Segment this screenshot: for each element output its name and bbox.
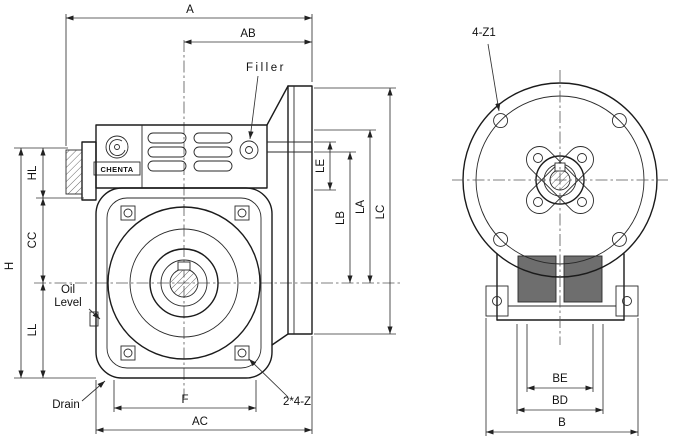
hub-screw [533, 153, 543, 163]
corner-bolt [234, 345, 250, 361]
flange-bolt-hole [493, 231, 509, 247]
dim-b: B [485, 318, 639, 436]
mounting-lug [485, 285, 509, 317]
dim-ab-label: AB [240, 28, 256, 40]
flange-holes-leader [487, 43, 501, 112]
corner-bolt [120, 205, 136, 221]
drain-label: Drain [52, 399, 79, 411]
filler-plug-center [245, 146, 253, 154]
flange-bolt-hole [493, 113, 509, 129]
front-view: 4-Z1 BE BD B [452, 27, 668, 436]
dim-ll-label: LL [27, 323, 39, 336]
dim-ab: AB [184, 28, 312, 45]
dim-f-label: F [181, 394, 188, 406]
dims-plate-right: LE LB LA LC [314, 87, 396, 335]
dim-ac: AC [95, 336, 313, 434]
dim-a: A [65, 4, 313, 146]
cooling-fin [147, 160, 187, 172]
output-boss-circle [107, 206, 261, 360]
dim-be-label: BE [552, 373, 568, 385]
worm-housing: CHENTA [93, 124, 268, 189]
filler-plug [239, 140, 259, 160]
dim-a-label: A [186, 4, 194, 16]
dim-hl-label: HL [27, 165, 39, 180]
brand-text: CHENTA [100, 165, 133, 174]
dim-b-label: B [558, 417, 566, 429]
side-view: CHENTA [4, 4, 400, 434]
lug-bolt [622, 296, 632, 306]
drain-leader [81, 380, 106, 402]
cooling-fin [147, 132, 187, 144]
logo-icon [105, 135, 129, 159]
hub-screw [577, 153, 587, 163]
flange-face [452, 70, 668, 345]
callout-drain: Drain [52, 380, 106, 411]
output-flange [89, 187, 273, 379]
base-foot [485, 253, 639, 321]
filler-leader [248, 75, 259, 140]
oil-level-leader [88, 308, 101, 320]
corner-bolt [120, 345, 136, 361]
cooling-fin [147, 146, 187, 158]
lug-bolt [492, 296, 502, 306]
shaft-section [65, 149, 83, 195]
bolt-holes-leader [248, 358, 289, 398]
dim-f: F [113, 380, 257, 412]
callout-filler: Filler [246, 62, 286, 140]
brand-logo: CHENTA [93, 135, 141, 176]
oil-level-label-line2: Level [54, 297, 82, 309]
callout-flange-holes: 4-Z1 [472, 27, 501, 112]
cooling-fin [193, 132, 233, 144]
dim-bd: BD [516, 324, 604, 414]
dim-bd-label: BD [552, 395, 568, 407]
hub-clamp-arm [526, 146, 594, 214]
hub-screw [533, 197, 543, 207]
dim-be: BE [526, 324, 594, 392]
cooling-fin [193, 146, 233, 158]
dim-le-label: LE [315, 159, 327, 173]
flange-outline [95, 187, 273, 379]
input-shaft-end [65, 141, 97, 201]
corner-bolt [234, 205, 250, 221]
dim-cc-label: CC [27, 232, 39, 249]
dim-la-label: LA [355, 200, 367, 214]
bolt-holes-label: 2*4-Z [283, 396, 311, 408]
flange-bolt-hole [611, 231, 627, 247]
side-view-centerlines [34, 40, 400, 398]
base-pad [563, 255, 603, 303]
cooling-fin [193, 160, 233, 172]
callout-oil-level: Oil Level [54, 284, 101, 320]
plate-outline [287, 85, 313, 335]
filler-label: Filler [246, 62, 286, 74]
flange-bolt-hole [611, 113, 627, 129]
oil-level-label-line1: Oil [61, 284, 75, 296]
base-pad [517, 255, 557, 303]
flange-holes-label: 4-Z1 [472, 27, 496, 39]
brand-plate [93, 161, 141, 176]
dim-h-label: H [4, 262, 16, 270]
hub-screw [577, 197, 587, 207]
output-bore [169, 268, 199, 298]
keyway [177, 261, 191, 271]
callout-bolt-holes: 2*4-Z [248, 358, 311, 408]
dim-ac-label: AC [192, 416, 208, 428]
dim-lc-label: LC [375, 205, 387, 220]
mounting-lug [615, 285, 639, 317]
mounting-plate [266, 85, 313, 346]
dim-hl-cc-ll: HL CC LL [27, 148, 84, 378]
hub-clamp-arm [526, 146, 594, 214]
dim-lb-label: LB [335, 211, 347, 225]
